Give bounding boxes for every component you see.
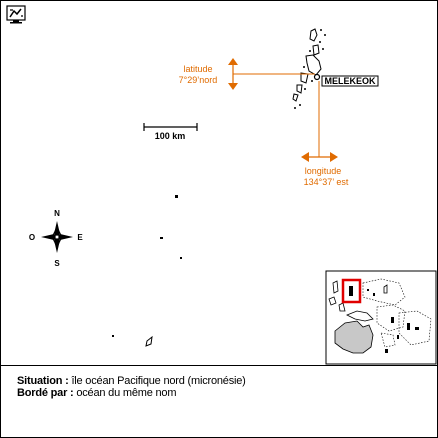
situation-label: Situation : xyxy=(17,375,69,387)
latitude-guide xyxy=(228,58,315,90)
capital-marker xyxy=(313,73,321,81)
compass-east: E xyxy=(77,233,83,242)
borders-line: Bordé par : océan du même nom xyxy=(17,387,176,399)
latitude-value: 7°29’nord xyxy=(179,75,218,85)
inset-map xyxy=(325,270,437,365)
situation-line: Situation : île océan Pacifique nord (mi… xyxy=(17,375,246,387)
scale-bar xyxy=(143,123,198,131)
longitude-value: 134°37’ est xyxy=(304,177,349,187)
capital-label-box xyxy=(321,75,379,87)
compass-north: N xyxy=(54,209,60,218)
compass-rose xyxy=(41,221,73,253)
compass-south: S xyxy=(54,259,60,268)
map-canvas: latitude 7°29’nord longitude 134°37’ est… xyxy=(6,5,437,365)
info-panel: Situation : île océan Pacifique nord (mi… xyxy=(1,365,437,438)
longitude-label: longitude xyxy=(305,166,342,176)
compass-west: O xyxy=(29,233,35,242)
capital-label: MELEKEOK xyxy=(324,76,376,86)
map-monitor-icon[interactable] xyxy=(6,5,26,24)
reef-dots xyxy=(294,29,326,109)
situation-value: île océan Pacifique nord (micronésie) xyxy=(71,375,246,387)
longitude-guide xyxy=(301,81,338,162)
latitude-label: latitude xyxy=(183,64,212,74)
scale-label: 100 km xyxy=(155,131,186,141)
southern-islets xyxy=(112,195,182,337)
borders-value: océan du même nom xyxy=(76,387,177,399)
palau-islands xyxy=(292,28,322,102)
tobi-island xyxy=(145,335,153,347)
borders-label: Bordé par : xyxy=(17,387,74,399)
